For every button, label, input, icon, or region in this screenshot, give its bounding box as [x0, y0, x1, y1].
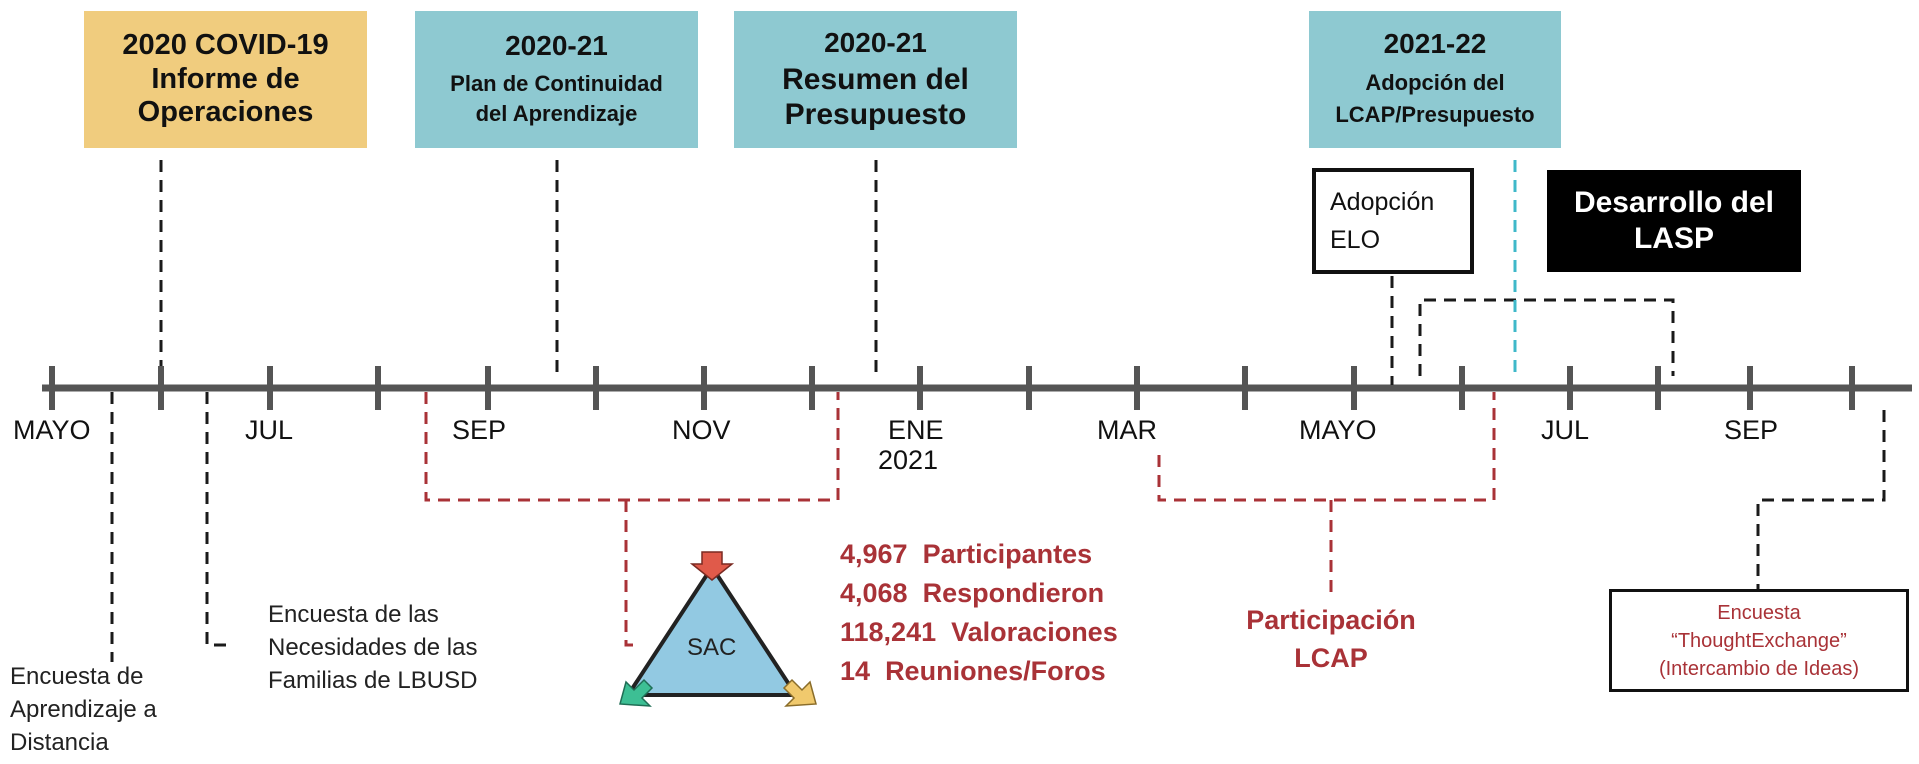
box-line: 2020-21 — [824, 26, 927, 58]
sac-label: SAC — [687, 634, 737, 661]
box-line: 2020 COVID-19 — [122, 29, 329, 62]
lcap-adoption-box: 2021-22 Adopción del LCAP/Presupuesto — [1309, 11, 1561, 148]
family-needs-survey-note: Encuesta de las Necesidades de las Famil… — [268, 598, 477, 697]
box-line: Resumen del — [782, 63, 969, 97]
red-arrow-icon — [689, 551, 735, 581]
stat-label: Reuniones/Foros — [885, 656, 1106, 686]
month-label: ENE — [888, 415, 944, 445]
lasp-development-box: Desarrollo del LASP — [1547, 170, 1801, 272]
note-line: Encuesta de las — [268, 601, 439, 628]
box-line: Plan de Continuidad — [450, 70, 663, 96]
box-line: del Aprendizaje — [475, 100, 638, 126]
continuity-plan-box: 2020-21 Plan de Continuidad del Aprendiz… — [415, 11, 698, 148]
month-label: JUL — [245, 415, 294, 445]
budget-summary-box: 2020-21 Resumen del Presupuesto — [734, 11, 1017, 148]
covid-report-box: 2020 COVID-19 Informe de Operaciones — [84, 11, 367, 148]
month-label: NOV — [672, 415, 731, 445]
stat-label: Valoraciones — [951, 617, 1118, 647]
stat-label: Participantes — [922, 539, 1093, 569]
note-line: Necesidades de las — [268, 634, 478, 661]
box-line: Adopción — [1330, 188, 1435, 216]
box-line: “ThoughtExchange” — [1671, 629, 1847, 652]
note-line: LCAP — [1294, 643, 1368, 673]
note-line: Familias de LBUSD — [268, 667, 478, 694]
note-line: Participación — [1246, 605, 1416, 635]
red-dashed-connectors — [424, 392, 1496, 647]
thoughtexchange-survey-box: Encuesta “ThoughtExchange” (Intercambio … — [1609, 589, 1909, 692]
box-line: Desarrollo del — [1573, 186, 1775, 219]
box-line: Adopción del — [1365, 69, 1505, 95]
green-arrow-icon — [619, 678, 654, 707]
box-line: 2020-21 — [505, 30, 608, 62]
stat-row: 4,068 Respondieron — [840, 574, 1118, 613]
stat-number: 118,241 — [840, 617, 937, 647]
elo-adoption-box: Adopción ELO — [1312, 168, 1474, 274]
stat-number: 14 — [840, 656, 871, 686]
month-label: MAYO — [1299, 415, 1377, 445]
timeline-ticks — [49, 366, 1855, 410]
lcap-participation-note: Participación LCAP — [1220, 601, 1442, 677]
note-line: Distancia — [10, 729, 109, 756]
note-line: Encuesta de — [10, 663, 144, 690]
stat-row: 118,241 Valoraciones — [840, 613, 1118, 652]
box-line: (Intercambio de Ideas) — [1658, 657, 1860, 680]
box-line: LCAP/Presupuesto — [1335, 101, 1535, 127]
box-line: ELO — [1330, 226, 1381, 254]
month-label: SEP — [1724, 415, 1779, 445]
month-label: 2021 — [878, 445, 939, 475]
box-line: Presupuesto — [784, 97, 967, 131]
black-dashed-connectors — [110, 160, 1886, 662]
month-label: JUL — [1541, 415, 1590, 445]
yellow-arrow-icon — [782, 678, 817, 707]
sac-stats: 4,967 Participantes 4,068 Respondieron 1… — [840, 535, 1118, 691]
month-label: MAR — [1097, 415, 1157, 445]
month-label: SEP — [452, 415, 507, 445]
distance-learning-survey-note: Encuesta de Aprendizaje a Distancia — [10, 660, 157, 759]
sac-triangle — [619, 551, 817, 707]
stat-number: 4,967 — [840, 539, 908, 569]
box-line: Operaciones — [137, 96, 314, 129]
box-line: Encuesta — [1717, 601, 1801, 624]
note-line: Aprendizaje a — [10, 696, 157, 723]
box-line: 2021-22 — [1383, 28, 1487, 60]
stat-row: 4,967 Participantes — [840, 535, 1118, 574]
box-line: Informe de — [151, 62, 300, 95]
stat-label: Respondieron — [922, 578, 1105, 608]
month-label: MAYO — [13, 415, 91, 445]
box-line: LASP — [1633, 222, 1714, 255]
stat-number: 4,068 — [840, 578, 908, 608]
stat-row: 14 Reuniones/Foros — [840, 652, 1118, 691]
